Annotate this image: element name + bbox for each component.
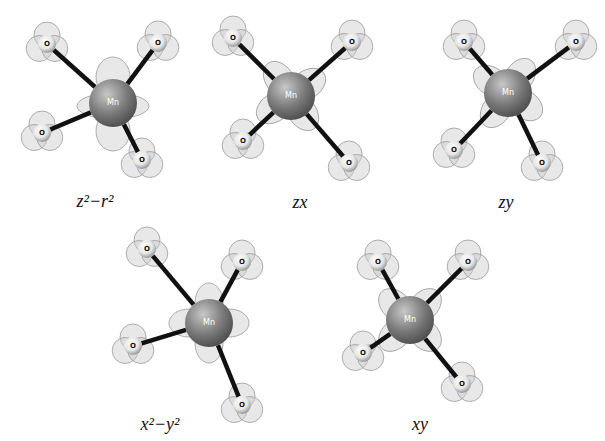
oxygen-atom: O (459, 253, 477, 271)
oxygen-atom: O (455, 33, 473, 51)
bond (309, 48, 345, 80)
atom-label: Mn (107, 99, 119, 107)
bond (370, 334, 390, 348)
oxygen-atom: O (234, 132, 252, 150)
bond (470, 49, 492, 75)
oxygen-atom: O (445, 141, 463, 159)
oxygen-atom: O (224, 29, 242, 47)
atom-label: O (39, 130, 45, 137)
atom-label: O (346, 160, 352, 167)
atom-label: Mn (502, 89, 514, 97)
bond (239, 44, 274, 79)
bond (218, 345, 239, 396)
atom-label: O (240, 138, 246, 145)
oxygen-atom: O (38, 35, 56, 53)
oxygen-atom: O (149, 34, 167, 52)
bond (54, 50, 95, 87)
oxygen-atom: O (340, 154, 358, 172)
atom-label: O (155, 40, 161, 47)
manganese-atom: Mn (484, 69, 532, 117)
oxygen-atom: O (453, 375, 471, 393)
orbital-label: z²−r² (77, 192, 114, 210)
orbital-label: zx (293, 193, 308, 211)
atom-label: O (539, 160, 545, 167)
orbital-label: x²−y² (141, 415, 180, 433)
atom-label: O (130, 343, 136, 350)
bond (124, 124, 138, 152)
oxygen-atom: O (369, 253, 387, 271)
atom-label: O (451, 147, 457, 154)
bond (307, 114, 343, 156)
atom-label: O (465, 259, 471, 266)
bond (382, 270, 398, 299)
bond (153, 256, 194, 305)
oxygen-atom: O (567, 33, 585, 51)
manganese-atom: Mn (185, 299, 233, 347)
manganese-atom: Mn (267, 72, 315, 120)
atom-label: Mn (404, 316, 416, 324)
bond (220, 270, 237, 302)
oxygen-atom: O (354, 344, 372, 362)
atom-label: O (239, 402, 245, 409)
bond (527, 47, 569, 78)
bond (427, 268, 462, 303)
atom-label: O (349, 39, 355, 46)
bond (518, 115, 538, 155)
manganese-atom: Mn (89, 79, 137, 127)
bond (460, 110, 491, 143)
atom-label: O (44, 41, 50, 48)
atom-label: O (461, 39, 467, 46)
atom-label: O (375, 259, 381, 266)
atom-label: Mn (203, 319, 215, 327)
manganese-atom: Mn (386, 296, 434, 344)
atom-label: O (459, 381, 465, 388)
atom-label: O (573, 39, 579, 46)
atom-label: O (239, 259, 245, 266)
oxygen-atom: O (33, 124, 51, 142)
orbital-label: xy (412, 415, 428, 433)
bond (142, 330, 186, 343)
bond (425, 339, 456, 377)
atom-label: O (230, 35, 236, 42)
oxygen-atom: O (233, 396, 251, 414)
bond (50, 112, 91, 129)
bond (127, 50, 152, 84)
bond (250, 112, 274, 134)
atom-label: O (139, 157, 145, 164)
oxygen-atom: O (533, 154, 551, 172)
orbital-label: zy (499, 193, 514, 211)
oxygen-atom: O (233, 253, 251, 271)
atom-label: Mn (285, 92, 297, 100)
atom-label: O (360, 350, 366, 357)
oxygen-atom: O (343, 33, 361, 51)
oxygen-atom: O (133, 151, 151, 169)
atom-label: O (144, 246, 150, 253)
oxygen-atom: O (138, 240, 156, 258)
oxygen-atom: O (124, 337, 142, 355)
